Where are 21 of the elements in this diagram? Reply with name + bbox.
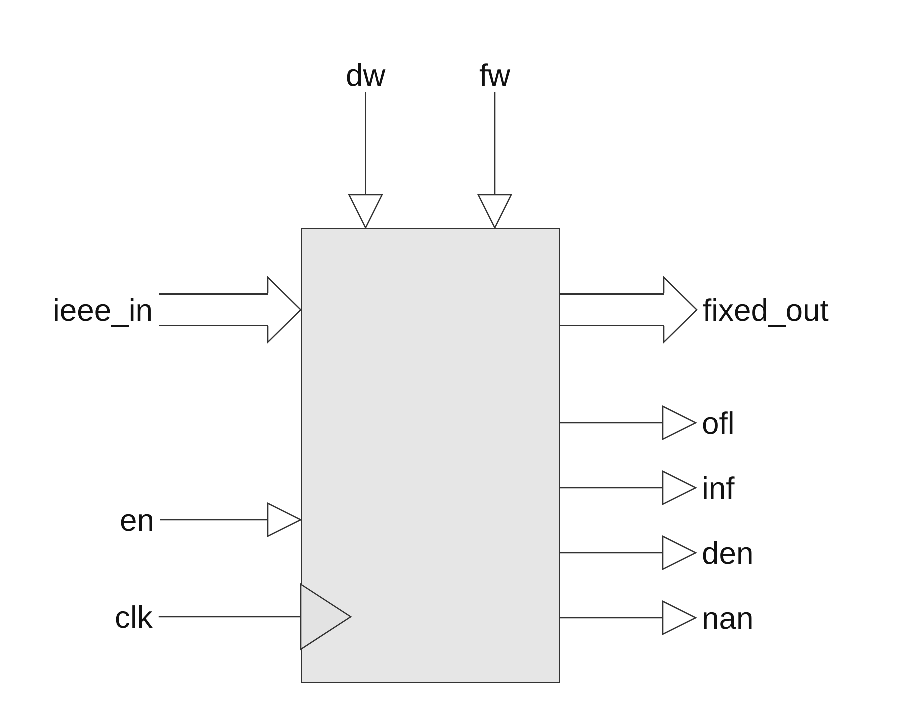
arrow [560,536,697,570]
port-label: inf [696,470,741,506]
arrow [560,470,697,506]
port-label: clk [109,600,159,634]
bus-arrow [560,276,698,344]
port-label: fw [474,58,516,92]
port-label: fixed_out [697,292,835,328]
module-block [301,228,560,683]
arrow [560,406,697,440]
port-label: ieee_in [47,292,159,328]
port-label: ofl [696,406,741,440]
port-label: en [114,502,160,538]
bus-arrow [159,276,302,344]
arrow [160,502,302,538]
port-label: nan [696,600,760,636]
arrow [348,92,383,229]
port-label: den [696,536,760,570]
port-label: dw [340,58,392,92]
arrow [560,600,697,636]
arrow [478,92,512,229]
clock-input-arrow [158,584,352,650]
